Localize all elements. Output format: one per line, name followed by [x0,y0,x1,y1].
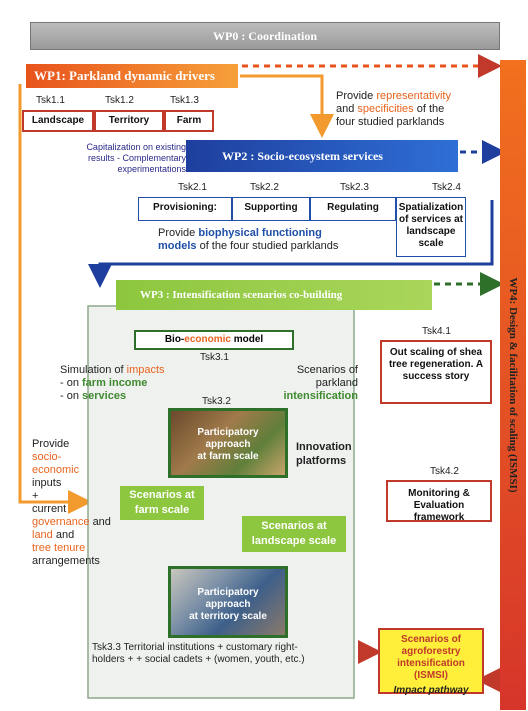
agroforestry-scenarios-box: Scenarios of agroforestry intensificatio… [378,628,484,696]
provisioning-box: Provisioning: [138,197,232,221]
landscape-box: Landscape [22,110,94,132]
scenarios-farm-scale-label: Scenarios at farm scale [120,486,204,520]
out-scaling-box: Out scaling of shea tree regeneration. A… [380,340,492,404]
wp4-vertical-bar: WP4: Design & facilitation of scaling (I… [500,60,526,710]
regulating-box: Regulating [310,197,396,221]
tsk3-1-label: Tsk3.1 [200,352,229,363]
farm-box: Farm [164,110,214,132]
wp4-title: WP4: Design & facilitation of scaling (I… [507,277,519,493]
monitoring-evaluation-box: Monitoring & Evaluation framework [386,480,492,523]
capitalization-note: Capitalization on existing results - Com… [86,142,186,174]
supporting-box: Supporting [232,197,310,221]
tsk2-3-label: Tsk2.3 [340,182,369,193]
provide-inputs-text: Provide socio- economic inputs + current… [32,438,111,567]
wp0-coordination-bar: WP0 : Coordination [30,22,500,50]
wp3-title-bar: WP3 : Intensification scenarios co-build… [116,280,432,310]
wp2-provide-note: Provide biophysical functioning models o… [158,227,339,252]
tsk2-4-label: Tsk2.4 [432,182,461,193]
farm-scale-photo: Participatory approach at farm scale [168,408,288,478]
scenarios-landscape-scale-label: Scenarios at landscape scale [242,516,346,552]
tsk1-3-label: Tsk1.3 [170,95,199,106]
territory-box: Territory [94,110,164,132]
wp1-title-bar: WP1: Parkland dynamic drivers [26,64,238,88]
spatialization-box: Spatialization of services at landscape … [396,197,466,257]
wp1-provide-note: Provide representativity and specificiti… [336,90,451,128]
tsk2-2-label: Tsk2.2 [250,182,279,193]
bio-economic-model-box: Bio-economic model [134,330,294,350]
scenarios-parkland-text: Scenarios of parkland intensification [283,364,358,402]
tsk1-2-label: Tsk1.2 [105,95,134,106]
tsk3-2-label: Tsk3.2 [202,396,231,407]
tsk4-1-label: Tsk4.1 [422,326,451,337]
wp2-title-bar: WP2 : Socio-ecosystem services [186,140,458,172]
tsk2-1-label: Tsk2.1 [178,182,207,193]
tsk3-3-text: Tsk3.3 Territorial institutions + custom… [92,642,305,665]
tsk1-1-label: Tsk1.1 [36,95,65,106]
innovation-platforms-text: Innovation platforms [296,441,352,467]
territory-scale-photo: Participatory approach at territory scal… [168,566,288,638]
tsk4-2-label: Tsk4.2 [430,466,459,477]
simulation-impacts-text: Simulation of impacts - on farm income -… [60,364,165,402]
